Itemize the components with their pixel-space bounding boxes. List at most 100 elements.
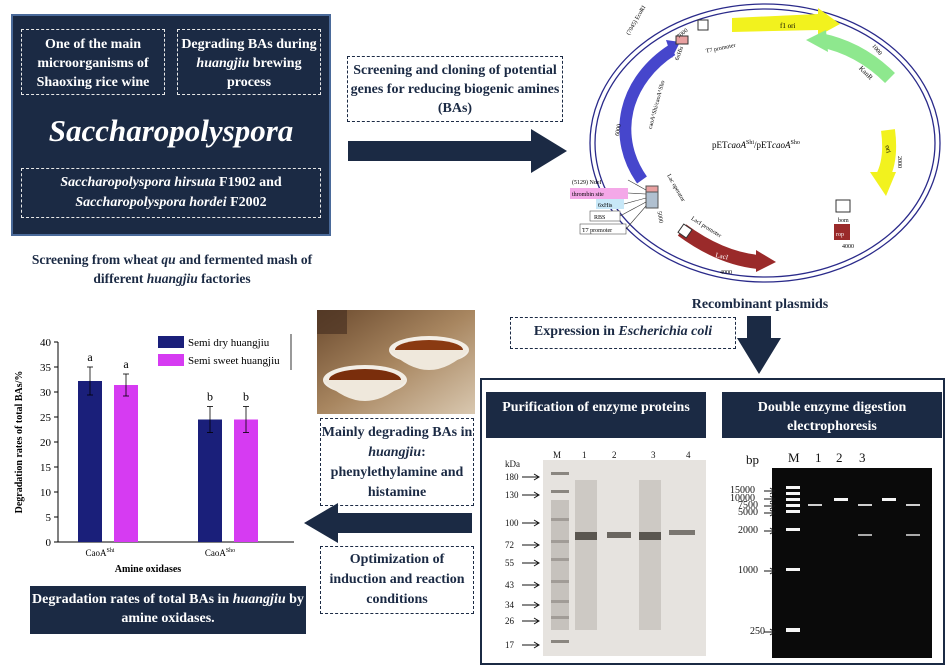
plasmid-label-6000: 6000	[615, 124, 623, 137]
expression-em: Escherichia coli	[618, 324, 713, 339]
dna-marker-arrow	[764, 527, 776, 535]
plasmid-label-laci: LacI	[715, 251, 730, 262]
sds-marker-arrow	[522, 473, 540, 481]
center-em1: caoA	[728, 140, 747, 150]
dna-lane-label: 3	[859, 450, 866, 465]
legend-swatch	[158, 336, 184, 348]
plasmid-label-2000: 2000	[896, 156, 902, 168]
organism-panel: One of the main microorganisms of Shaoxi…	[11, 14, 331, 236]
center-sup1: Shi	[746, 140, 754, 146]
plasmid-label-t7-bottom: T7 promoter	[582, 228, 612, 234]
plasmid-label-caoa: caoA^Shi/caoA^Sho	[648, 80, 667, 130]
purification-title-box	[486, 392, 706, 438]
arrow-right-icon	[348, 129, 567, 173]
screening-mid: and fermented mash of different	[93, 252, 313, 286]
sds-marker-arrows	[522, 473, 540, 649]
plasmid-label-4000b: 4000	[720, 270, 732, 276]
dna-marker-arrow	[764, 502, 776, 510]
sds-marker-label: 72	[505, 540, 514, 550]
y-tick-label: 40	[40, 337, 52, 349]
strain1-name: Saccharopolyspora hirsuta	[60, 175, 216, 190]
arrow-down-icon	[737, 316, 781, 374]
y-tick-label: 15	[40, 462, 52, 474]
mainly-pre: Mainly degrading BAs in	[321, 425, 473, 440]
plasmid-map: (7045) EcoRI T7 promoter 6xHis f1 ori Ka…	[570, 3, 941, 283]
sds-marker-label: 100	[505, 518, 519, 528]
center-em2: caoA	[772, 140, 791, 150]
y-tick-label: 0	[46, 537, 52, 549]
deg-caption-em: huangjiu	[232, 592, 286, 607]
significance-letter: a	[123, 357, 129, 371]
y-axis-title: Degradation rates of total BAs/%	[14, 371, 25, 514]
plasmid-label-rbs: RBS	[594, 215, 605, 221]
dna-marker-label: 5000	[738, 507, 758, 518]
center-sup2: Sho	[791, 140, 800, 146]
sds-marker-label: 43	[505, 580, 514, 590]
dna-marker-label: 250	[750, 626, 765, 637]
optimization-text: Optimization of induction and reaction c…	[329, 552, 465, 607]
dna-marker-arrow	[764, 495, 776, 503]
bar	[78, 381, 102, 542]
screening-em2: huangjiu	[146, 271, 198, 286]
digestion-title: Double enzyme digestion electrophoresis	[757, 400, 907, 434]
dna-lane-label: 2	[836, 450, 843, 465]
significance-letter: b	[207, 390, 213, 404]
plasmid-label-4000: 4000	[842, 244, 854, 250]
dna-marker-label: 7500	[738, 500, 758, 511]
y-tick-label: 10	[40, 487, 52, 499]
dna-lane-label: 1	[815, 450, 822, 465]
purification-title: Purification of enzyme proteins	[502, 400, 690, 415]
legend-label: Semi sweet huangjiu	[188, 355, 280, 367]
screening-post: factories	[197, 271, 251, 286]
cloning-box: Screening and cloning of potential genes…	[347, 56, 563, 122]
dna-marker-arrow	[764, 628, 776, 636]
sds-marker-label: 17	[505, 640, 514, 650]
sds-marker-label: 55	[505, 558, 514, 568]
dna-lane-label: M	[788, 450, 800, 465]
strain-box: Saccharopolyspora hirsuta F1902 and Sacc…	[21, 168, 321, 218]
x-tick-label: CaoAShi	[85, 548, 114, 558]
plasmid-label-ecori: (7045) EcoRI	[625, 4, 647, 36]
screening-caption: Screening from wheat qu and fermented ma…	[14, 250, 330, 288]
plasmid-label-5000: 5000	[655, 211, 663, 224]
plasmid-label-lac-operator: Lac operator	[665, 173, 685, 202]
genus-title: Saccharopolyspora	[48, 113, 294, 148]
y-tick-label: 30	[40, 387, 52, 399]
x-axis-title: Amine oxidases	[115, 564, 182, 575]
sds-marker-arrow	[522, 617, 540, 625]
plasmid-caption: Recombinant plasmids	[691, 297, 829, 312]
sds-gel-bands	[551, 472, 695, 643]
plasmid-label-ndei: (5129) NdeI	[572, 179, 602, 186]
sds-marker-arrow	[522, 641, 540, 649]
sds-marker-label: 130	[505, 490, 519, 500]
organism-tag-main: One of the main microorganisms of Shaoxi…	[21, 29, 165, 95]
dna-marker-arrows	[764, 487, 776, 636]
plasmid-label-bom: bom	[838, 218, 849, 224]
x-tick-label: CaoASho	[205, 548, 235, 558]
sds-kda-label: kDa	[505, 459, 520, 469]
organism-tag-degrading: Degrading BAs during huangjiu brewing pr…	[177, 29, 321, 95]
degradation-caption: Degradation rates of total BAs in huangj…	[30, 586, 306, 634]
dna-marker-label: 1000	[738, 565, 758, 576]
mainly-post: : phenylethylamine and histamine	[330, 445, 464, 500]
plasmid-label-ori: ori	[883, 145, 892, 154]
dna-bp-label: bp	[746, 452, 759, 467]
digestion-title-box	[722, 392, 942, 438]
tea-cups-image	[317, 310, 475, 414]
expression-box: Expression in Escherichia coli	[510, 317, 736, 349]
plasmid-center-label: pETcaoAShi/pETcaoASho	[712, 140, 800, 150]
sds-marker-arrow	[522, 491, 540, 499]
strain2-id: F2002	[226, 195, 267, 210]
optimization-box: Optimization of induction and reaction c…	[320, 546, 474, 614]
strain2-name: Saccharopolyspora hordei	[75, 195, 227, 210]
screening-em1: qu	[161, 252, 176, 267]
organism-tag-main-text: One of the main microorganisms of Shaoxi…	[36, 37, 150, 90]
plasmid-label-thrombin: thrombin site	[572, 192, 604, 198]
plasmid-label-his6: 6xHis	[598, 203, 613, 209]
bar	[234, 419, 258, 542]
plasmid-label-f1ori: f1 ori	[780, 22, 795, 30]
dna-marker-label: 2000	[738, 525, 758, 536]
dna-gel-bands	[786, 486, 920, 632]
sds-gel	[543, 460, 706, 656]
